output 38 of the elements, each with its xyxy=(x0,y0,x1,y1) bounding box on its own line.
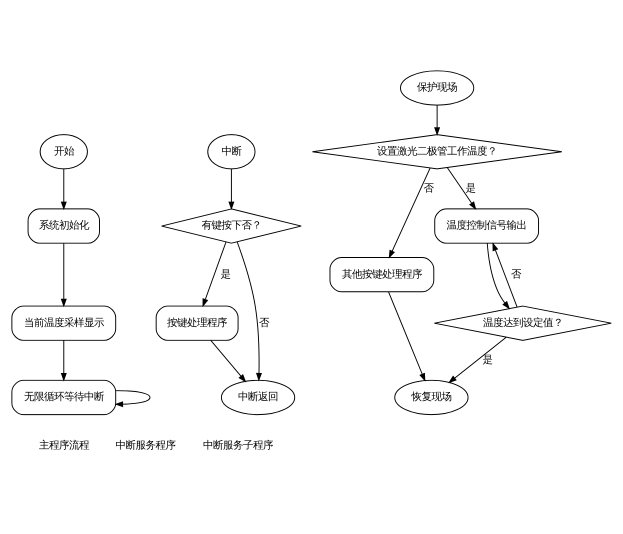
node-box: 温度控制信号输出 xyxy=(434,208,540,244)
node-diamond: 设置激光二极管工作温度？ xyxy=(312,134,562,170)
label: 中断服务程序 xyxy=(116,440,176,452)
edge-label: 否 xyxy=(424,182,434,195)
node-diamond: 有键按下否？ xyxy=(161,208,302,244)
arrow xyxy=(388,291,426,382)
label: 中断服务子程序 xyxy=(203,440,274,452)
edge-label: 是 xyxy=(220,268,231,280)
arrow xyxy=(228,168,234,210)
arrow xyxy=(60,340,67,382)
edge-label: 否 xyxy=(511,268,522,280)
arrow xyxy=(446,167,476,210)
arrow xyxy=(236,241,262,382)
edge-label: 否 xyxy=(258,316,269,329)
node-box: 其他按键处理程序 xyxy=(330,257,434,292)
arrow xyxy=(388,168,431,259)
edge-label: 是 xyxy=(482,354,493,366)
node-ellipse: 中断返回 xyxy=(220,380,296,416)
label: 主程序流程 xyxy=(38,440,89,452)
arrow xyxy=(210,340,246,382)
arrow xyxy=(60,243,67,308)
arrow xyxy=(486,242,510,310)
arrow xyxy=(448,336,507,384)
node-box: 按键处理程序 xyxy=(156,306,239,341)
node-box: 系统初始化 xyxy=(28,208,100,244)
node-ellipse: 开始 xyxy=(40,134,88,170)
arrow xyxy=(434,104,440,136)
node-ellipse: 恢复现场 xyxy=(394,380,469,416)
arrow xyxy=(114,390,150,408)
node-box: 当前温度采样显示 xyxy=(11,306,116,341)
node-ellipse: 保护现场 xyxy=(400,70,474,106)
node-ellipse: 中断 xyxy=(207,134,256,170)
node-box: 无限循环等待中断 xyxy=(11,380,116,416)
arrow xyxy=(60,168,67,210)
edge-label: 是 xyxy=(465,182,476,195)
arrow xyxy=(492,242,518,308)
arrow xyxy=(202,241,227,308)
node-diamond: 温度达到设定值？ xyxy=(434,306,612,341)
